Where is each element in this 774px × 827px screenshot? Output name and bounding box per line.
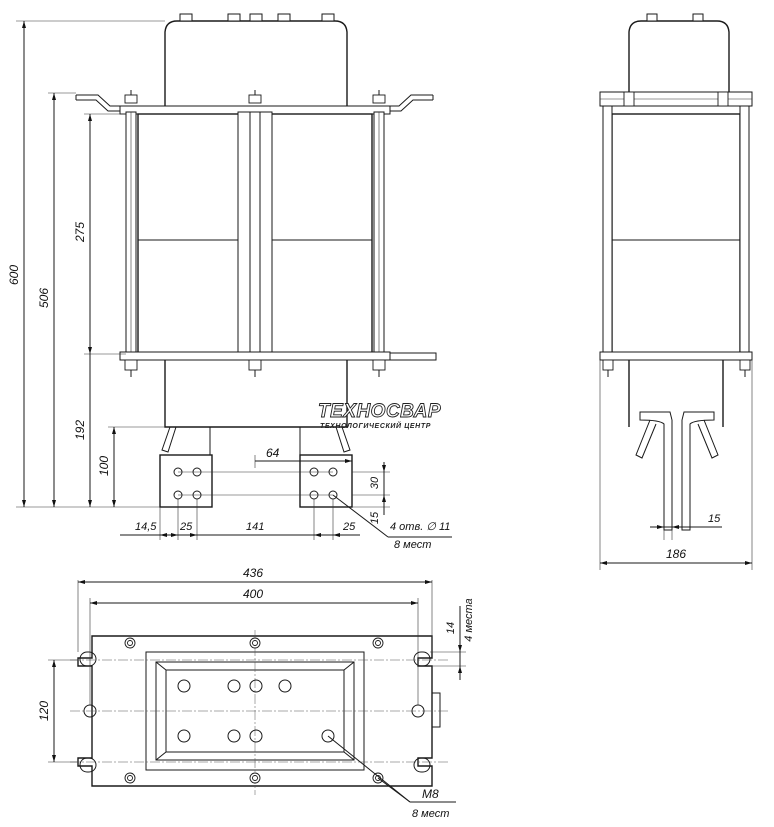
thread-note-line2: 8 мест (412, 808, 449, 820)
side-rod-left (602, 105, 613, 359)
side-view: 15 186 (599, 13, 753, 570)
dim-400: 400 (243, 587, 263, 601)
front-lower-housing (164, 360, 348, 428)
techsvar-logo: ТЕХНОСВАР ТЕХНОЛОГИЧЕСКИЙ ЦЕНТР (318, 401, 441, 430)
dim-141: 141 (246, 521, 264, 533)
logo-subtitle: ТЕХНОЛОГИЧЕСКИЙ ЦЕНТР (320, 421, 431, 430)
slot-note: 4 места (463, 598, 475, 641)
dim-275: 275 (73, 222, 87, 243)
dim-25-left: 25 (179, 521, 193, 533)
dim-30: 30 (369, 476, 381, 489)
front-bottom-nuts (124, 359, 386, 377)
dim-25-right: 25 (342, 521, 356, 533)
side-lower-yoke (599, 351, 753, 361)
side-coil-frame (611, 113, 741, 355)
front-lower-yoke (119, 351, 391, 361)
dim-14: 14 (445, 622, 457, 634)
side-terminal-leads (639, 411, 715, 531)
side-terminal-cover (628, 20, 730, 92)
dim-64: 64 (266, 446, 280, 460)
dim-15: 15 (369, 511, 381, 524)
front-top-studs (179, 13, 335, 22)
side-rod-right (739, 105, 750, 359)
plan-view (70, 630, 448, 795)
dim-506: 506 (37, 288, 51, 308)
dim-600: 600 (7, 265, 21, 285)
side-lower-housing (628, 360, 724, 427)
dim-15-side: 15 (708, 513, 721, 525)
dim-186: 186 (666, 547, 686, 561)
front-lower-bracket-right (390, 352, 437, 361)
dim-436: 436 (243, 566, 263, 580)
dim-192: 192 (73, 420, 87, 440)
front-view (75, 13, 437, 508)
logo-name: ТЕХНОСВАР (318, 401, 441, 422)
dim-100: 100 (97, 456, 111, 476)
thread-note-line1: М8 (422, 787, 439, 801)
dim-14-5: 14,5 (135, 521, 157, 533)
plan-dimensions: 436 400 120 14 4 места М8 8 мест (37, 566, 475, 820)
front-dimensions: 600 506 275 192 100 64 30 15 (7, 20, 452, 551)
hole-note-line2: 8 мест (394, 539, 431, 551)
hole-note-line1: 4 отв. ∅ 11 (390, 521, 450, 533)
dim-120: 120 (37, 701, 51, 721)
front-center-core (237, 111, 273, 359)
front-top-nuts (124, 90, 386, 104)
plan-m8-holes (177, 679, 335, 743)
